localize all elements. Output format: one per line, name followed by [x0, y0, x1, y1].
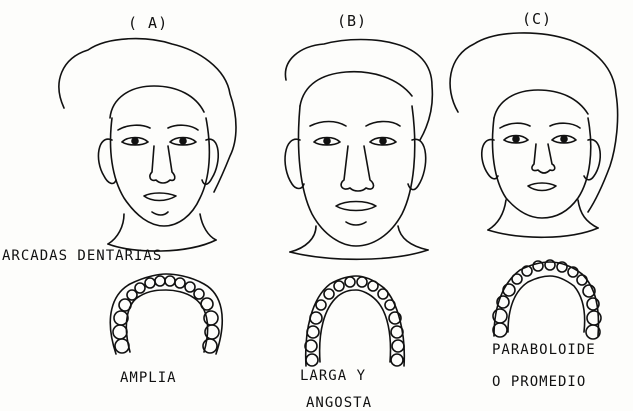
face-c-brow-left: [500, 123, 530, 128]
arch-c-label-line2: O PROMEDIO: [492, 374, 586, 390]
arch-b-drawing: [305, 276, 404, 366]
face-a-neck: [108, 214, 216, 244]
face-b-drawing: [285, 40, 432, 260]
face-c-hair-inner: [494, 90, 588, 118]
arch-a-label: AMPLIA: [120, 370, 177, 386]
face-a-nose: [150, 146, 175, 183]
face-a-hair: [59, 39, 236, 192]
face-c-hair: [450, 33, 618, 212]
face-c-collar: [488, 228, 598, 237]
arch-c-drawing: [493, 260, 601, 339]
arch-c-label-line1: PARABOLOIDE: [492, 342, 596, 358]
face-c-drawing: [450, 33, 618, 237]
face-b-mouth: [336, 202, 376, 211]
face-a-ear-left: [98, 139, 116, 183]
face-b-brow-right: [366, 122, 400, 127]
face-b-brow-left: [310, 122, 346, 127]
face-a-mouth: [144, 193, 176, 201]
panel-c-letter: (C): [522, 10, 552, 28]
face-b-hair-inner: [300, 72, 412, 106]
face-a-hair-inner: [110, 86, 204, 118]
face-b-neck: [290, 226, 428, 252]
face-c-ear-right: [584, 140, 600, 180]
section-label: ARCADAS DENTARIAS: [2, 248, 162, 264]
face-a-head: [111, 118, 210, 226]
face-a-drawing: [59, 39, 236, 251]
face-b-nose: [341, 146, 373, 191]
panel-b-letter: (B): [337, 12, 367, 30]
face-c-head: [493, 118, 591, 218]
face-c-nose: [532, 144, 555, 173]
face-c-neck: [488, 200, 598, 230]
arch-a-drawing: [110, 274, 222, 354]
face-a-brow-left: [118, 125, 150, 130]
face-b-ear-right: [408, 139, 426, 189]
arch-b-label-line1: LARGA Y: [300, 368, 366, 384]
face-c-brow-right: [550, 123, 580, 128]
arch-b-label-line2: ANGOSTA: [306, 397, 372, 410]
face-a-brow-right: [168, 125, 198, 130]
panel-a-letter: ( A): [128, 14, 168, 32]
face-b-collar: [290, 250, 428, 259]
face-c-mouth: [528, 183, 556, 191]
